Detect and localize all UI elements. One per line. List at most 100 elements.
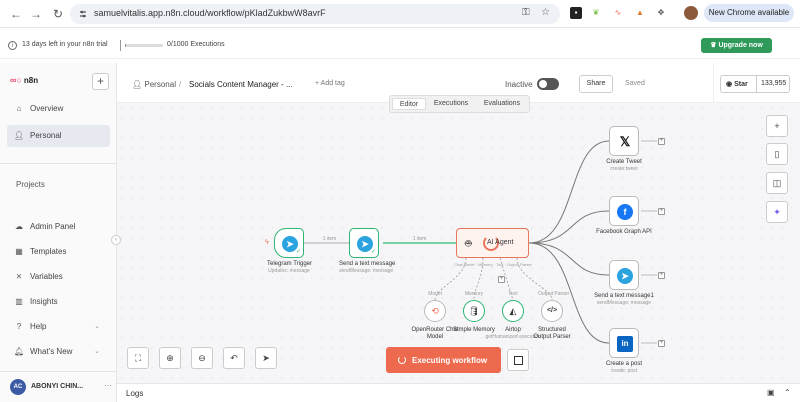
add-tool-icon[interactable]: +	[498, 276, 505, 283]
zoom-out-button[interactable]: ⊖	[191, 347, 213, 369]
share-button[interactable]: Share	[579, 75, 613, 93]
node-ai-agent[interactable]: 🤖︎ AI Agent	[456, 228, 529, 258]
stop-icon	[514, 356, 523, 365]
stop-execution-button[interactable]	[507, 349, 529, 371]
upgrade-button[interactable]: ♛ Upgrade now	[701, 38, 772, 53]
edge-item-count: 1 item	[322, 236, 337, 242]
home-icon: ⌂	[16, 104, 22, 113]
tab-evaluations[interactable]: Evaluations	[483, 100, 521, 107]
node-facebook-graph-api[interactable]: f	[609, 196, 639, 226]
node-subtitle: sendMessage: message	[596, 300, 652, 306]
extension-icon[interactable]: ▪	[570, 7, 582, 19]
chevron-down-icon: ⌄	[94, 348, 100, 355]
workflow-canvas[interactable]: ϟ ➤ ✓ Telegram Trigger Updates: message …	[117, 103, 800, 383]
chevron-up-icon[interactable]: ⌃	[784, 388, 791, 397]
node-label: Airtop	[505, 327, 521, 333]
add-tag-button[interactable]: + Add tag	[315, 80, 345, 87]
side-panel-button[interactable]: ◫	[766, 172, 788, 194]
collapse-sidebar-icon[interactable]: ‹	[111, 235, 121, 245]
n8n-logo-icon: ∞○	[10, 75, 22, 85]
node-send-text-message1[interactable]: ➤	[609, 260, 639, 290]
github-star-label: Star	[734, 81, 748, 88]
node-create-a-post[interactable]: in	[609, 328, 639, 358]
n8n-logo[interactable]: ∞○n8n	[10, 75, 38, 85]
plus-icon: +	[774, 121, 780, 131]
reload-icon[interactable]: ↻	[52, 7, 64, 21]
add-node-icon[interactable]: +	[658, 272, 665, 279]
extensions-puzzle-icon[interactable]: ✥	[657, 8, 665, 17]
undo-button[interactable]: ↶	[223, 347, 245, 369]
create-button[interactable]: +	[92, 73, 109, 90]
fit-view-button[interactable]: ⛶	[127, 347, 149, 369]
node-telegram-trigger[interactable]: ➤ ✓	[274, 228, 304, 258]
tab-executions[interactable]: Executions	[433, 100, 469, 107]
tab-editor[interactable]: Editor	[392, 98, 426, 110]
sticky-note-button[interactable]: ▯	[766, 143, 788, 165]
sidebar-item-whats-new[interactable]: 🔔︎ What's New ⌄	[7, 341, 110, 363]
node-airtop[interactable]: ◭	[502, 300, 524, 322]
workflow-name[interactable]: Socials Content Manager - ...	[189, 80, 293, 89]
new-chrome-button[interactable]: New Chrome available	[704, 4, 794, 22]
template-icon: ▦	[15, 247, 23, 256]
node-label: Simple Memory	[453, 327, 495, 333]
code-icon: </>	[546, 307, 558, 314]
extension-orange-icon[interactable]: ▲	[636, 8, 644, 17]
edge-item-count: 1 item	[412, 236, 427, 242]
sidebar-item-overview[interactable]: ⌂ Overview	[7, 98, 110, 120]
sidebar-item-label: What's New	[30, 347, 73, 356]
node-subtitle: create: post	[610, 368, 638, 374]
forward-icon[interactable]: →	[30, 7, 42, 21]
site-info-icon[interactable]	[78, 8, 88, 20]
profile-avatar[interactable]	[684, 6, 698, 20]
add-node-icon[interactable]: +	[658, 208, 665, 215]
robot-icon: 🤖︎	[465, 238, 472, 250]
extension-n8n-icon[interactable]: ∿	[614, 8, 622, 17]
executing-workflow-button[interactable]: Executing workflow	[386, 347, 501, 373]
variables-icon: ⨯	[15, 272, 23, 281]
sparkle-icon: ✦	[773, 207, 781, 217]
expand-panel-icon[interactable]: ▣	[767, 388, 775, 397]
chevron-down-icon: ⌄	[94, 323, 100, 330]
add-node-button[interactable]: +	[766, 115, 788, 137]
github-icon: ◉	[726, 81, 733, 88]
node-openrouter-chat-model[interactable]: ⟲	[424, 300, 446, 322]
node-create-tweet[interactable]: 𝕏	[609, 126, 639, 156]
note-icon: ▯	[774, 149, 780, 159]
telegram-icon: ➤	[357, 236, 373, 252]
sidebar-item-help[interactable]: ? Help ⌄	[7, 316, 110, 338]
node-structured-output-parser[interactable]: </>	[541, 300, 563, 322]
linkedin-icon: in	[617, 336, 633, 352]
upgrade-label: Upgrade now	[718, 42, 763, 49]
info-icon: i	[8, 41, 17, 50]
sidebar-item-insights[interactable]: ▥ Insights	[7, 291, 110, 313]
sidebar-item-templates[interactable]: ▦ Templates	[7, 241, 110, 263]
sidebar-item-variables[interactable]: ⨯ Variables	[7, 266, 110, 288]
zoom-in-button[interactable]: ⊕	[159, 347, 181, 369]
node-send-text-message[interactable]: ➤ ✓	[349, 228, 379, 258]
telegram-icon: ➤	[282, 236, 298, 252]
more-icon[interactable]: ⋯	[104, 381, 112, 390]
sidebar: ∞○n8n + ⌂ Overview 👤︎ Personal Projects …	[0, 63, 117, 402]
add-node-icon[interactable]: +	[658, 340, 665, 347]
avatar: AC	[10, 379, 26, 395]
view-tabs: Editor Executions Evaluations	[389, 95, 530, 113]
github-star-button[interactable]: ◉ Star 133,955	[720, 75, 790, 93]
sidebar-item-admin-panel[interactable]: ☁ Admin Panel	[7, 216, 110, 238]
breadcrumb[interactable]: 👤︎ Personal	[132, 80, 176, 89]
node-simple-memory[interactable]: 🛢︎	[463, 300, 485, 322]
user-menu[interactable]: AC ABONYI CHIN... ⋯	[0, 371, 117, 402]
tidy-up-button[interactable]: ➤	[255, 347, 277, 369]
activate-toggle[interactable]	[537, 78, 559, 90]
sidebar-item-personal[interactable]: 👤︎ Personal	[7, 125, 110, 147]
executions-progress	[125, 44, 163, 47]
password-key-icon[interactable]: ⚿	[522, 7, 530, 18]
fit-view-icon: ⛶	[134, 353, 142, 363]
saved-status: Saved	[625, 80, 645, 87]
logs-panel[interactable]: Logs ▣ ⌃	[117, 383, 800, 402]
ai-assistant-button[interactable]: ✦	[766, 201, 788, 223]
bookmark-star-icon[interactable]: ☆	[541, 7, 550, 18]
add-node-icon[interactable]: +	[658, 138, 665, 145]
back-icon[interactable]: ←	[10, 7, 22, 21]
extension-leaf-icon[interactable]: ❦	[592, 8, 600, 17]
address-bar[interactable]: samuelvitalis.app.n8n.cloud/workflow/pKl…	[70, 4, 560, 24]
